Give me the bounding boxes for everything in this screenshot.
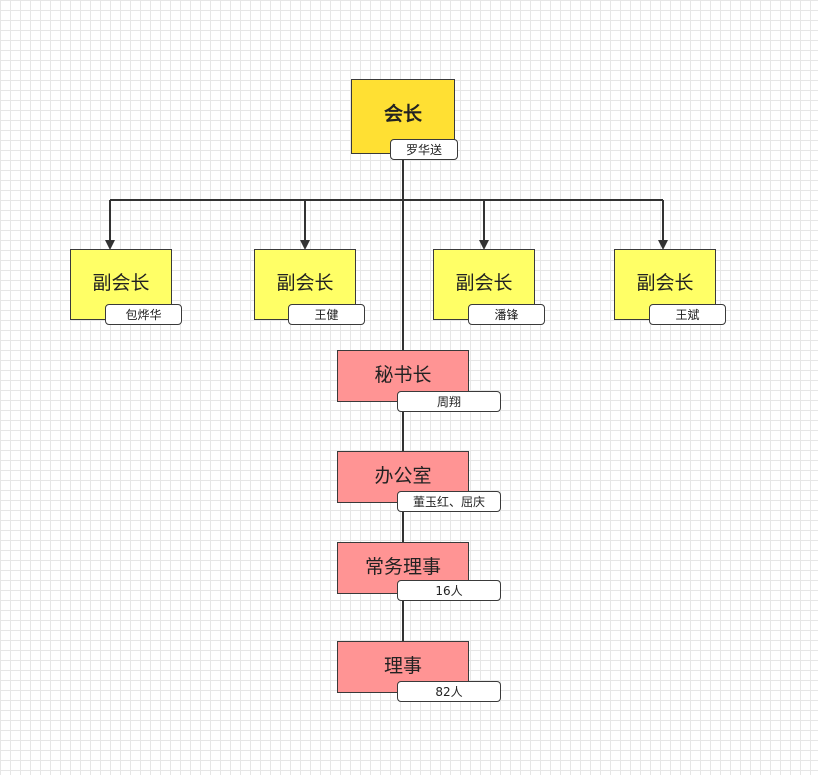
directors-title: 理事 bbox=[383, 654, 422, 677]
secretary-general-title: 秘书长 bbox=[374, 363, 432, 386]
secretary-general-name-tag: 周翔 bbox=[397, 391, 501, 412]
office-title: 办公室 bbox=[374, 464, 432, 487]
vice-president-title-2: 副会长 bbox=[276, 272, 334, 294]
vice-president-name-tag-4: 王斌 bbox=[649, 304, 726, 325]
president-title: 会长 bbox=[383, 103, 422, 125]
vice-president-name-tag-3: 潘锋 bbox=[468, 304, 545, 325]
office-name-tag: 董玉红、屈庆 bbox=[397, 491, 501, 512]
directors-count-tag: 82人 bbox=[397, 681, 501, 702]
vice-president-title-4: 副会长 bbox=[636, 272, 694, 294]
executive-directors-title: 常务理事 bbox=[364, 555, 441, 578]
vice-president-title-1: 副会长 bbox=[92, 272, 150, 294]
executive-directors-count-tag: 16人 bbox=[397, 580, 501, 601]
vice-president-title-3: 副会长 bbox=[455, 272, 513, 294]
vice-president-name-tag-1: 包烨华 bbox=[105, 304, 182, 325]
president-name-tag: 罗华送 bbox=[390, 139, 458, 160]
vice-president-name-tag-2: 王健 bbox=[288, 304, 365, 325]
